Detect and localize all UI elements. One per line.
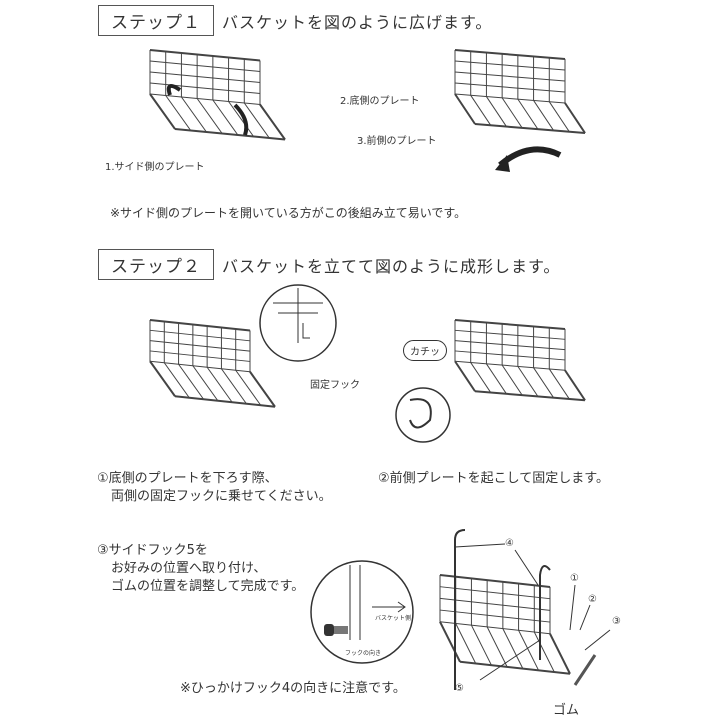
hook-direction-detail — [310, 560, 414, 664]
step2-basket-right — [454, 319, 586, 402]
step1-label: ステップ１ — [98, 5, 214, 36]
instruction-2: ②前側プレートを起こして固定します。 — [378, 471, 609, 486]
hook-direction-label: フックの向き — [345, 650, 382, 657]
callout-bottom-plate: 2.底側のプレート — [340, 96, 420, 107]
hooks-and-parts — [454, 529, 611, 690]
callout-fixing-hook: 固定フック — [310, 380, 360, 391]
click-bubble: カチッ — [403, 340, 447, 361]
rotate-arrow-icon — [495, 146, 562, 172]
instruction-1: ①底側のプレートを下ろす際、両側の固定フックに乗せてください。 — [97, 471, 332, 504]
callout-side-plate: 1.サイド側のプレート — [105, 162, 205, 173]
part-3: ③ — [612, 616, 621, 627]
arrow-icon — [166, 84, 249, 136]
step2-label: ステップ２ — [98, 249, 214, 280]
step1-basket-folded — [454, 49, 586, 134]
step1-basket-open — [149, 49, 286, 141]
step3-note: ※ひっかけフック4の向きに注意です。 — [180, 681, 406, 696]
step2-title: バスケットを立てて図のように成形します。 — [222, 257, 561, 276]
rubber-label: ゴム — [553, 703, 580, 718]
click-detail-circle — [395, 387, 451, 443]
step2-basket-left — [149, 319, 276, 408]
instruction-3: ③サイドフック5をお好みの位置へ取り付け、ゴムの位置を調整して完成です。 — [97, 543, 305, 594]
part-2: ② — [588, 594, 597, 605]
basket-side-label: バスケット側 — [375, 615, 412, 622]
part-1: ① — [570, 573, 579, 584]
step1-title: バスケットを図のように広げます。 — [222, 13, 493, 32]
part-5: ⑤ — [455, 683, 464, 694]
callout-front-plate: 3.前側のプレート — [357, 136, 437, 147]
step1-note: ※サイド側のプレートを開いている方がこの後組み立て易いです。 — [110, 206, 467, 220]
hook-detail-circle — [259, 284, 337, 362]
part-4: ④ — [505, 538, 514, 549]
